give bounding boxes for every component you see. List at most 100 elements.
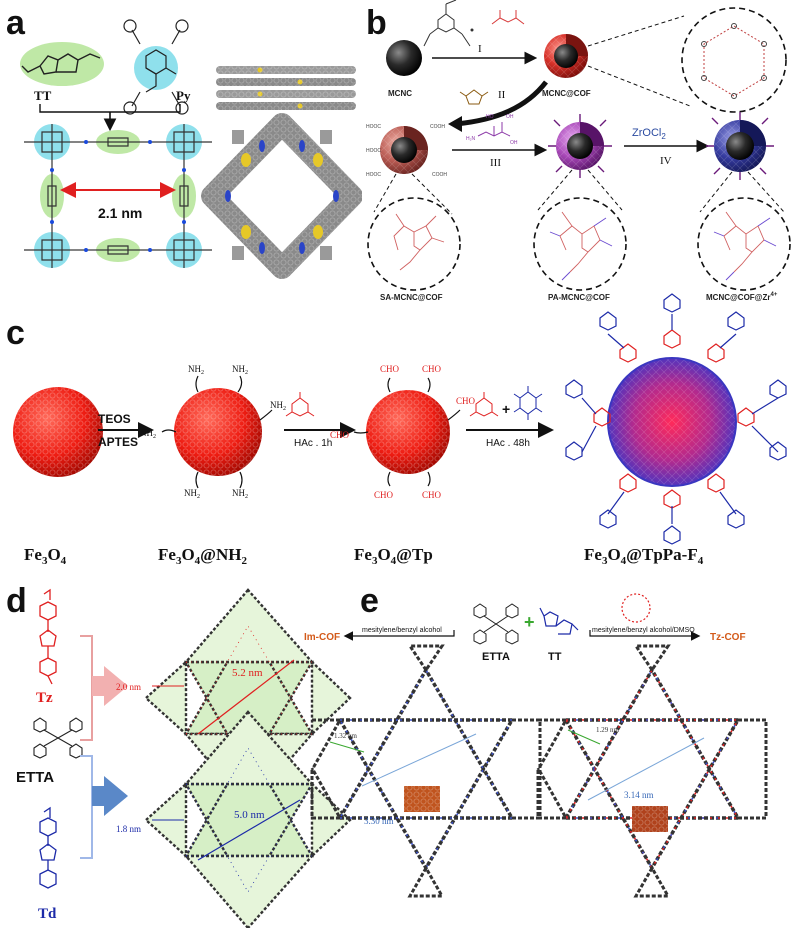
td-large-pore: 5.0 nm — [234, 809, 265, 821]
sa-zoom-structure — [393, 213, 445, 271]
panel-b-label: b — [366, 4, 387, 42]
tz-cof-label: Tz-COF — [710, 632, 746, 643]
etta-linker — [33, 717, 83, 759]
tz-arrow — [92, 666, 128, 706]
tz-cof-large-pore: 3.14 nm — [624, 790, 654, 800]
combine-bracket — [39, 104, 181, 113]
zoom-hexagon — [703, 25, 765, 97]
nh2-label-4: NH2 — [270, 400, 286, 412]
svg-text:H₂N: H₂N — [466, 136, 476, 142]
tz-linker — [39, 588, 57, 685]
panel-a: a TT Py — [6, 4, 368, 284]
tz-cof-small-pore: 1.29 nm — [596, 726, 620, 734]
e-etta-molecule — [473, 603, 519, 645]
step-3-label: III — [490, 157, 501, 169]
svg-text:OH: OH — [510, 140, 518, 146]
panel-d: d Tz ETTA — [6, 582, 352, 928]
im-cof-arrow — [343, 630, 455, 641]
mcnc-label: MCNC — [388, 89, 412, 98]
cof-square-framework — [24, 124, 212, 268]
td-label: Td — [38, 906, 57, 922]
pore-3d-model — [196, 108, 368, 284]
mcnc-sphere — [386, 40, 422, 76]
step-4-label: IV — [660, 155, 672, 167]
panel-b: b MCNC I MCNC@COF — [362, 0, 800, 302]
panel-e-label: e — [360, 582, 379, 620]
step-1h-label: HAc . 1h — [294, 438, 332, 449]
fe3o4-sphere — [13, 387, 103, 477]
tp-molecule-2 — [469, 392, 499, 417]
fe3o4-tppa-f4-sphere — [607, 357, 737, 487]
step-48h-label: HAc . 48h — [486, 438, 530, 449]
cho-label-5: CHO — [374, 490, 394, 500]
tt-glow — [20, 42, 104, 86]
fe3o4-nh2-sphere — [161, 375, 273, 489]
stacked-layers-model — [216, 66, 356, 110]
step-2-label: II — [498, 89, 506, 101]
py-label: Py — [176, 88, 191, 103]
cho-label-2: CHO — [422, 364, 442, 374]
cho-label-3: CHO — [330, 430, 350, 440]
left-solvent: mesitylene/benzyl alcohol — [362, 627, 442, 634]
panel-a-label: a — [6, 4, 26, 42]
zoom-lines-top — [587, 15, 691, 107]
td-arrow — [92, 776, 128, 816]
pa-mcnc-cof-label: PA-MCNC@COF — [548, 293, 610, 302]
im-cof-large-pore: 3.30 nm — [364, 816, 394, 826]
svg-text:HOOC: HOOC — [366, 148, 381, 154]
panel-c-label: c — [6, 314, 25, 352]
cho-label-6: CHO — [422, 490, 442, 500]
nh2-label-6: NH2 — [232, 488, 248, 500]
zoom-circle-pa — [533, 197, 627, 291]
etta-label: ETTA — [16, 769, 54, 786]
step-1-label: I — [478, 43, 482, 55]
im-cof-framework — [310, 644, 542, 898]
succinic-anhydride — [459, 89, 489, 105]
cho-label-1: CHO — [380, 364, 400, 374]
panel-d-label: d — [6, 582, 27, 620]
tz-label: Tz — [36, 690, 53, 706]
b-monomer-1 — [423, 0, 471, 47]
phosphonate-molecule — [477, 122, 511, 137]
mcnc-cof-sphere — [544, 34, 588, 78]
nh2-label-1: NH2 — [188, 364, 204, 376]
fe3o4-tp-sphere — [353, 377, 461, 487]
pa-f4-molecule — [513, 386, 543, 420]
nh2-label-2: NH2 — [232, 364, 248, 376]
pa-mcnc-cof-sphere — [548, 114, 612, 178]
fe3o4-tp-label: Fe3O4@Tp — [354, 545, 433, 567]
tt-label: TT — [34, 88, 52, 103]
fe3o4-label: Fe3O4 — [24, 545, 67, 567]
e-tt-molecule — [539, 607, 579, 635]
td-linker — [39, 806, 57, 889]
tt-molecule — [21, 53, 101, 75]
py-glow — [134, 46, 178, 90]
svg-text:+: + — [524, 612, 535, 632]
sa-mcnc-cof-label: SA-MCNC@COF — [380, 293, 443, 302]
b-monomer-2 — [491, 10, 525, 25]
fe3o4-tppa-f4-label: Fe3O4@TpPa-F4 — [584, 545, 704, 567]
panel-e: e mesitylene/benzyl alcohol Im-COF ETTA … — [304, 582, 768, 898]
im-cof-label: Im-COF — [304, 632, 340, 643]
cho-label-4: CHO — [456, 396, 476, 406]
zoom-circle-zr — [697, 197, 791, 291]
tz-large-pore: 5.2 nm — [232, 667, 263, 679]
mcnc-cof-zr-sphere — [706, 112, 774, 180]
py-molecule — [123, 19, 189, 115]
svg-text:HO: HO — [486, 114, 494, 120]
tppa-f4-shell — [565, 293, 787, 545]
td-small-pore: 1.8 nm — [116, 824, 141, 834]
aptes-label: APTES — [98, 435, 138, 449]
teos-label: TEOS — [98, 412, 131, 426]
tz-small-pore: 2.0 nm — [116, 682, 141, 692]
e-etta-label: ETTA — [482, 651, 510, 663]
tz-cof-arrow — [589, 630, 701, 641]
im-cof-small-pore: 1.32 nm — [334, 732, 358, 740]
e-tt-label: TT — [548, 651, 562, 663]
panel-c: c TEOS APTES NH2 NH2 NH2 NH2 NH2 NH2 — [6, 293, 787, 567]
fe3o4-nh2-label: Fe3O4@NH2 — [158, 545, 248, 567]
nh2-label-3: NH2 — [140, 428, 156, 440]
svg-text:COOH: COOH — [430, 124, 445, 130]
svg-text:HOOC: HOOC — [366, 172, 381, 178]
